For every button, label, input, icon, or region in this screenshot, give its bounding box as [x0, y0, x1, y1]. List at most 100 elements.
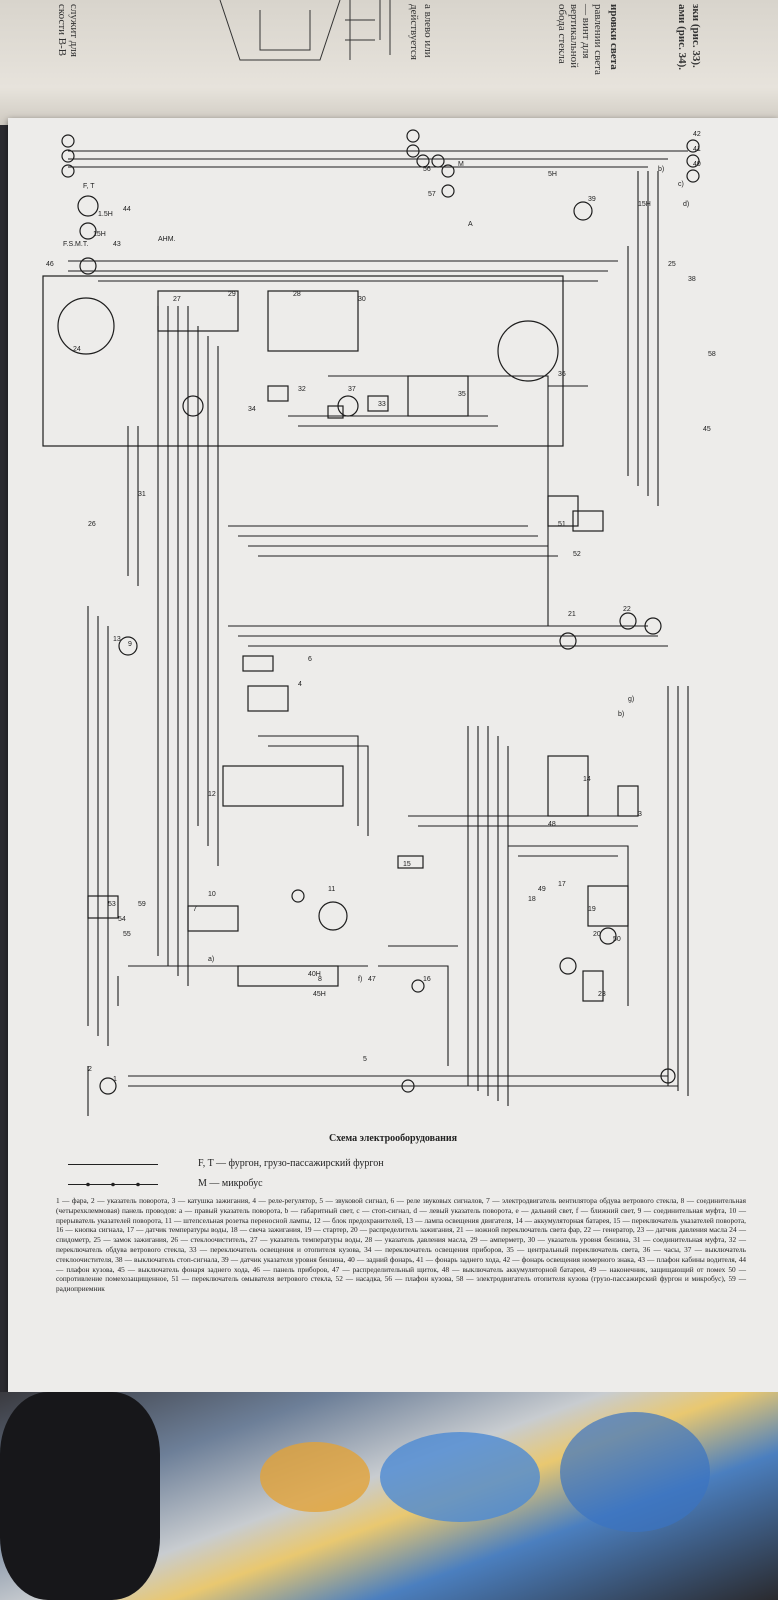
component-symbol: [291, 889, 305, 903]
component-symbol: [401, 1079, 415, 1093]
component-number: 35: [458, 391, 466, 398]
component-number: 47: [368, 976, 376, 983]
book-line: служит для: [68, 4, 80, 57]
component-number: 38: [688, 276, 696, 283]
component-number: 7: [193, 906, 197, 913]
component-number: 52: [573, 551, 581, 558]
diagram-label: a): [208, 956, 214, 963]
component-number: 58: [708, 351, 716, 358]
diagram-label: b): [658, 166, 664, 173]
component-notes: 1 — фара, 2 — указатель поворота, 3 — ка…: [56, 1196, 746, 1294]
component-number: 8: [318, 976, 322, 983]
component-symbol: [406, 129, 420, 143]
wire-trace: [378, 965, 449, 1066]
component-number: 48: [548, 821, 556, 828]
diagram-label: F, T: [83, 183, 95, 190]
diagram-caption: Схема электрооборудования: [328, 1133, 457, 1144]
component-number: 21: [568, 611, 576, 618]
component-symbol: [57, 297, 115, 355]
book-line: скости В-В: [56, 4, 68, 57]
component-number: 25: [668, 261, 676, 268]
component-symbol: [237, 965, 339, 987]
component-symbol: [619, 612, 637, 630]
book-line: а влево или: [422, 4, 434, 58]
component-symbol: [247, 685, 289, 712]
component-symbol: [118, 636, 138, 656]
diagram-label: 45H: [313, 991, 326, 998]
component-symbol: [79, 222, 97, 240]
book-figure: [219, 0, 391, 61]
wiring-diagram: 1234567891011121314151617181920212223242…: [42, 129, 716, 1116]
component-number: 3: [638, 811, 642, 818]
component-symbol: [441, 164, 455, 178]
component-symbol: [407, 375, 469, 417]
component-number: 45: [703, 426, 711, 433]
component-number: 31: [138, 491, 146, 498]
component-number: 1: [113, 1076, 117, 1083]
component-number: 13: [113, 636, 121, 643]
component-symbol: [397, 855, 424, 869]
diagram-label: 15H: [638, 201, 651, 208]
component-symbol: [222, 765, 344, 807]
book-line: равлении света: [592, 4, 604, 75]
component-number: 29: [228, 291, 236, 298]
component-number: 37: [348, 386, 356, 393]
component-number: 16: [423, 976, 431, 983]
component-number: 11: [328, 886, 335, 893]
component-number: 36: [558, 371, 566, 378]
component-number: 30: [358, 296, 366, 303]
component-number: 33: [378, 401, 386, 408]
component-symbol: [431, 154, 445, 168]
paint-splash: [380, 1432, 540, 1522]
component-number: 22: [623, 606, 631, 613]
book-page-background: служит для скости В-В а влево или действ…: [0, 0, 778, 125]
book-line: зки (рис. 33).: [690, 4, 702, 68]
component-number: 18: [528, 896, 536, 903]
component-number: 51: [558, 521, 566, 528]
diagram-label: F.S.M.T.: [63, 241, 88, 248]
diagram-label: 15H: [93, 231, 106, 238]
component-symbol: [559, 632, 577, 650]
diagram-label: f): [358, 976, 362, 983]
component-number: 49: [538, 886, 546, 893]
diagram-label: A: [468, 221, 473, 228]
component-number: 24: [73, 346, 81, 353]
component-symbol: [267, 290, 359, 352]
component-symbol: [187, 905, 239, 932]
diagram-label: M: [458, 161, 464, 168]
component-symbol: [416, 154, 430, 168]
diagram-label: d): [683, 201, 689, 208]
component-number: 9: [128, 641, 132, 648]
component-number: 6: [308, 656, 312, 663]
component-number: 34: [248, 406, 256, 413]
component-number: 55: [123, 931, 131, 938]
book-line: обода стекла: [556, 4, 568, 64]
legend-dots: [86, 1182, 140, 1187]
book-line: вертикальной: [568, 4, 580, 68]
book-text-mid: а влево или действуется: [408, 4, 450, 114]
component-symbol: [559, 957, 577, 975]
component-symbol: [411, 979, 425, 993]
component-symbol: [547, 755, 589, 817]
component-symbol: [644, 617, 662, 635]
component-number: 15: [403, 861, 411, 868]
diagram-label: 1.5H: [98, 211, 113, 218]
wire-trace: [508, 845, 629, 1006]
diagram-label: c): [678, 181, 684, 188]
legend-text: F, T — фургон, грузо-пассажирский фургон: [198, 1158, 384, 1169]
paint-splash: [260, 1442, 370, 1512]
component-number: 32: [298, 386, 306, 393]
component-number: 53: [108, 901, 116, 908]
component-symbol: [599, 927, 617, 945]
component-number: 57: [428, 191, 436, 198]
book-line: ами (рис. 34).: [676, 4, 688, 70]
component-symbol: [61, 149, 75, 163]
book-line: — винт для: [580, 4, 592, 59]
wire-trace: [258, 735, 359, 826]
paint-splash: [560, 1412, 710, 1532]
paint-splash: [0, 1392, 160, 1600]
component-number: 2: [88, 1066, 92, 1073]
component-number: 46: [46, 261, 54, 268]
component-number: 26: [88, 521, 96, 528]
component-symbol: [318, 901, 348, 931]
